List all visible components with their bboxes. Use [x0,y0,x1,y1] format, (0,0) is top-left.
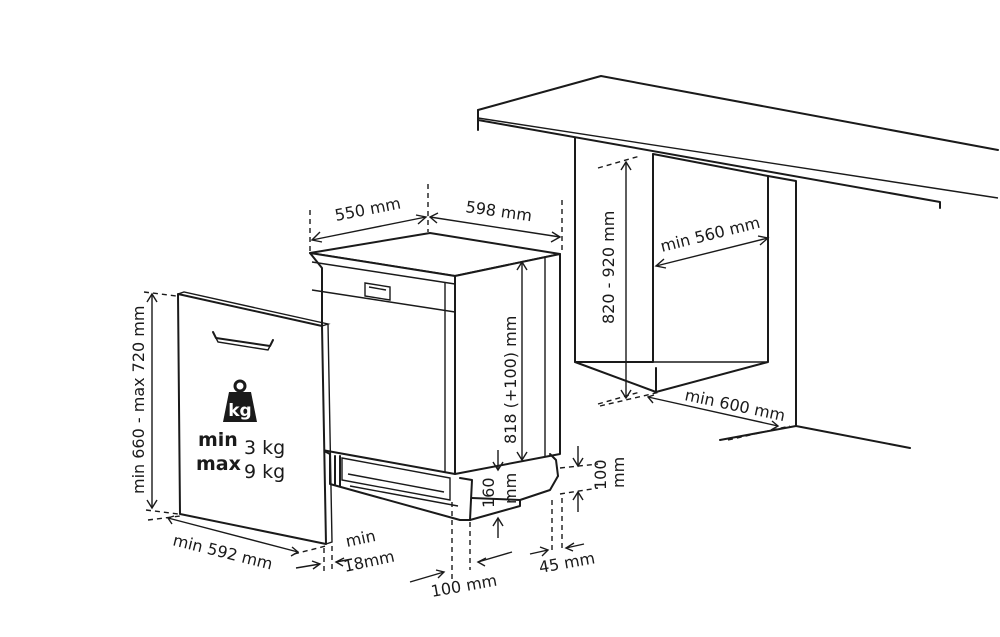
niche-depth-label: min 600 mm [683,385,787,425]
dishwasher-body [309,232,561,521]
niche-width-label: min 560 mm [658,213,762,256]
panel-thickness-value-label: 18mm [342,547,396,576]
weight-icon-label: kg [228,401,251,421]
panel-height-label: min 660 - max 720 mm [129,306,148,494]
panel-width-label: min 592 mm [171,530,275,573]
kitchen-niche [477,75,999,449]
plinth-height-left-label: 160 [479,477,498,508]
plinth-height-right-unit: mm [609,457,628,488]
weight-max-value: 9 kg [244,461,285,483]
niche-height-label: 820 - 920 mm [599,211,618,324]
weight-min-value: 3 kg [244,437,285,459]
appliance-height-label: 818 (+100) mm [501,316,520,444]
plinth-gap-dimension: 100 mm [409,502,513,601]
panel-height-dimension: min 660 - max 720 mm [129,291,179,515]
panel-thickness-min-label: min [344,526,377,551]
appliance-height-dimension: 818 (+100) mm [501,260,528,462]
weight-max-label: max [196,453,241,475]
plinth-height-left-dimension: 160 mm [479,450,520,538]
plinth-setback-dimension: 45 mm [529,498,596,577]
niche-width-dimension: min 560 mm [654,213,770,269]
plinth-height-right-label: 100 [591,459,610,490]
niche-height-dimension: 820 - 920 mm [597,155,641,405]
weight-limits: min 3 kg max 9 kg [196,429,285,483]
width-label: 598 mm [464,197,533,225]
plinth-gap-label: 100 mm [429,571,498,601]
plinth-height-right-dimension: 100 mm [559,446,628,512]
depth-label: 550 mm [333,194,402,225]
weight-min-label: min [198,429,238,451]
weight-icon: kg [223,379,257,422]
plinth-height-left-unit: mm [501,473,520,504]
